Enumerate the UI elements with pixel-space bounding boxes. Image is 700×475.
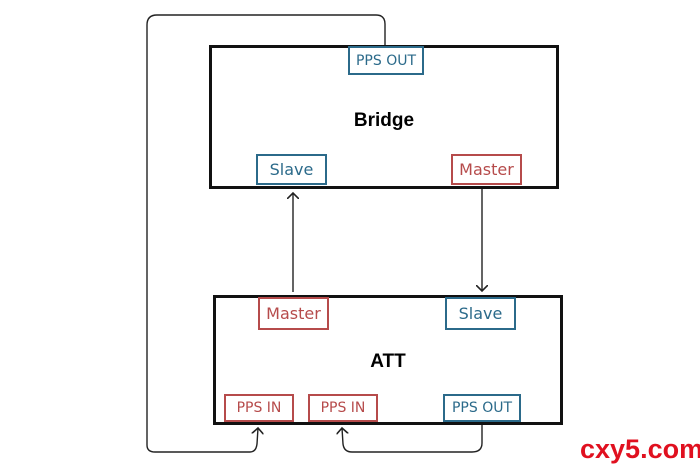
att-pps-out-to-pps-in-arrow <box>342 424 483 453</box>
bridge-title: Bridge <box>353 110 415 131</box>
att-pps-in-port-2: PPS IN <box>308 394 378 422</box>
att-pps-out-port: PPS OUT <box>443 394 521 422</box>
bridge-pps-out-port: PPS OUT <box>348 46 424 75</box>
pps-loop-line <box>146 14 386 453</box>
bridge-slave-port: Slave <box>256 154 327 185</box>
att-slave-port: Slave <box>445 297 516 330</box>
bridge-master-port: Master <box>451 154 522 185</box>
att-title: ATT <box>370 351 406 372</box>
att-master-port: Master <box>258 297 329 330</box>
watermark-text: cxy5.com <box>580 434 700 464</box>
att-pps-in-port-1: PPS IN <box>224 394 294 422</box>
